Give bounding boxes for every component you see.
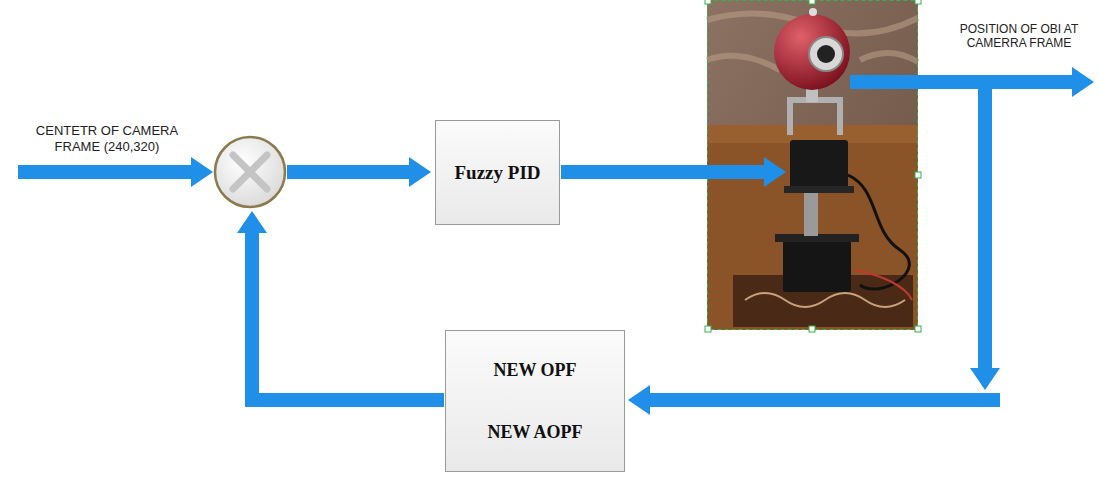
arrow-head bbox=[1072, 67, 1094, 97]
arrow-shaft bbox=[18, 165, 191, 179]
arrow-head bbox=[191, 157, 213, 187]
arrow-head bbox=[237, 211, 267, 233]
summing-junction bbox=[215, 137, 285, 207]
webcam-top bbox=[809, 8, 817, 16]
signal-arrow bbox=[628, 385, 1000, 415]
input-label: CENTETR OF CAMERA FRAME (240,320) bbox=[33, 123, 181, 154]
arrow-shaft bbox=[650, 393, 1000, 407]
pan-servo bbox=[783, 240, 851, 292]
webcam-lens bbox=[817, 45, 835, 63]
signal-arrow bbox=[18, 157, 213, 187]
board-pattern bbox=[745, 293, 905, 307]
signal-arrow bbox=[561, 157, 786, 187]
servo-wire bbox=[848, 175, 909, 289]
filter-box: NEW OPF NEW AOPF bbox=[445, 330, 625, 472]
arrow-shaft bbox=[561, 165, 764, 179]
box-text: NEW AOPF bbox=[487, 422, 582, 443]
tilt-servo-flange bbox=[784, 186, 854, 193]
arrow-shaft bbox=[287, 165, 409, 179]
arrow-head bbox=[409, 157, 431, 187]
arrow-head bbox=[628, 385, 650, 415]
camera-stem bbox=[806, 88, 818, 102]
arrow-shaft bbox=[850, 75, 1072, 89]
arrow-shaft bbox=[978, 82, 992, 368]
arrow-head bbox=[970, 368, 1000, 390]
signal-arrow bbox=[970, 82, 1000, 390]
signal-arrow bbox=[850, 67, 1094, 97]
webcam-lens-ring bbox=[809, 37, 843, 71]
servo-bracket bbox=[804, 190, 818, 236]
signal-arrows bbox=[18, 67, 1094, 415]
signal-arrow bbox=[237, 211, 444, 400]
table-top bbox=[707, 125, 918, 330]
controller-box: Fuzzy PID bbox=[435, 120, 560, 225]
signal-arrow bbox=[287, 157, 431, 187]
junction-cross bbox=[233, 155, 267, 189]
output-label: POSITION OF OBI AT CAMERRA FRAME bbox=[945, 22, 1093, 51]
webcam-ball bbox=[774, 14, 850, 90]
tilt-servo bbox=[790, 140, 848, 192]
junction-circle bbox=[215, 137, 285, 207]
box-text: NEW OPF bbox=[493, 360, 576, 381]
camera-bracket bbox=[790, 100, 840, 135]
box-text: Fuzzy PID bbox=[454, 162, 540, 184]
arrow-shaft bbox=[252, 233, 444, 400]
servo-wire bbox=[855, 270, 912, 300]
arrow-head bbox=[764, 157, 786, 187]
